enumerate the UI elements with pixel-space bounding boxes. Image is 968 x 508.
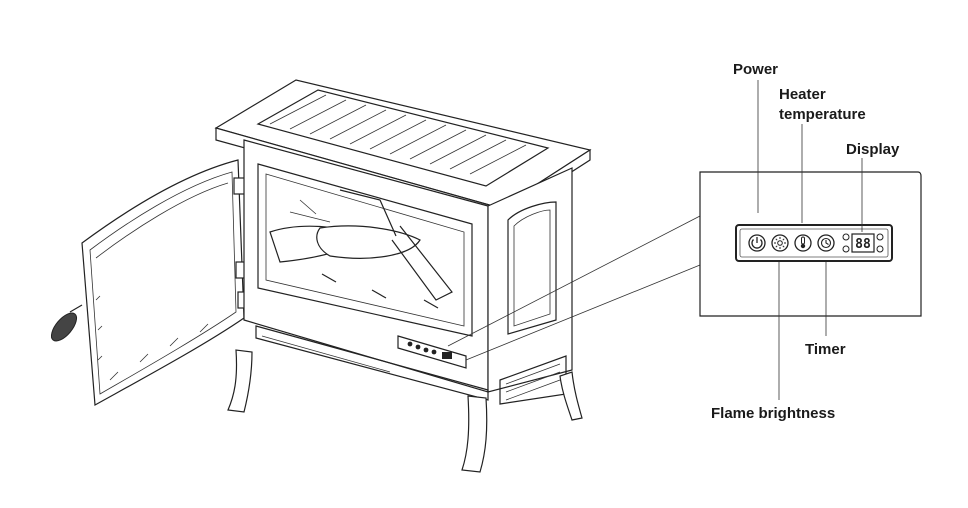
- display-readout: 88: [855, 237, 871, 252]
- indicator-light: [842, 245, 850, 253]
- door-handle: [50, 304, 83, 342]
- legs: [227, 349, 583, 473]
- callout-lines: [757, 80, 863, 400]
- label-flame-brightness: Flame brightness: [711, 405, 835, 422]
- callout-labels: Power Heater temperature Display Timer F…: [711, 61, 900, 422]
- label-heater-temperature-line2: temperature: [779, 106, 866, 123]
- led-display: 88: [851, 233, 875, 253]
- top-grille: [256, 89, 550, 187]
- control-panel: 88: [735, 224, 893, 262]
- mini-control-panel: [397, 335, 467, 369]
- flame-window: [257, 163, 473, 337]
- flame-brightness-button[interactable]: [771, 234, 789, 252]
- brightness-icon: [774, 237, 786, 249]
- heater-body: [214, 79, 592, 473]
- indicator-light: [876, 245, 884, 253]
- front-vent: [255, 325, 489, 401]
- indicator-light: [876, 233, 884, 241]
- open-door: [50, 159, 251, 406]
- label-display: Display: [846, 141, 900, 158]
- label-timer: Timer: [805, 341, 846, 358]
- clock-icon: [820, 237, 832, 249]
- power-icon: [751, 237, 763, 249]
- thermometer-icon: [800, 236, 806, 249]
- indicator-light: [842, 233, 850, 241]
- timer-button[interactable]: [817, 234, 835, 252]
- power-button[interactable]: [748, 234, 766, 252]
- label-power: Power: [733, 61, 778, 78]
- zoom-leader-lines: [447, 215, 701, 361]
- label-heater-temperature-line1: Heater: [779, 86, 826, 103]
- heater-temperature-button[interactable]: [794, 234, 812, 252]
